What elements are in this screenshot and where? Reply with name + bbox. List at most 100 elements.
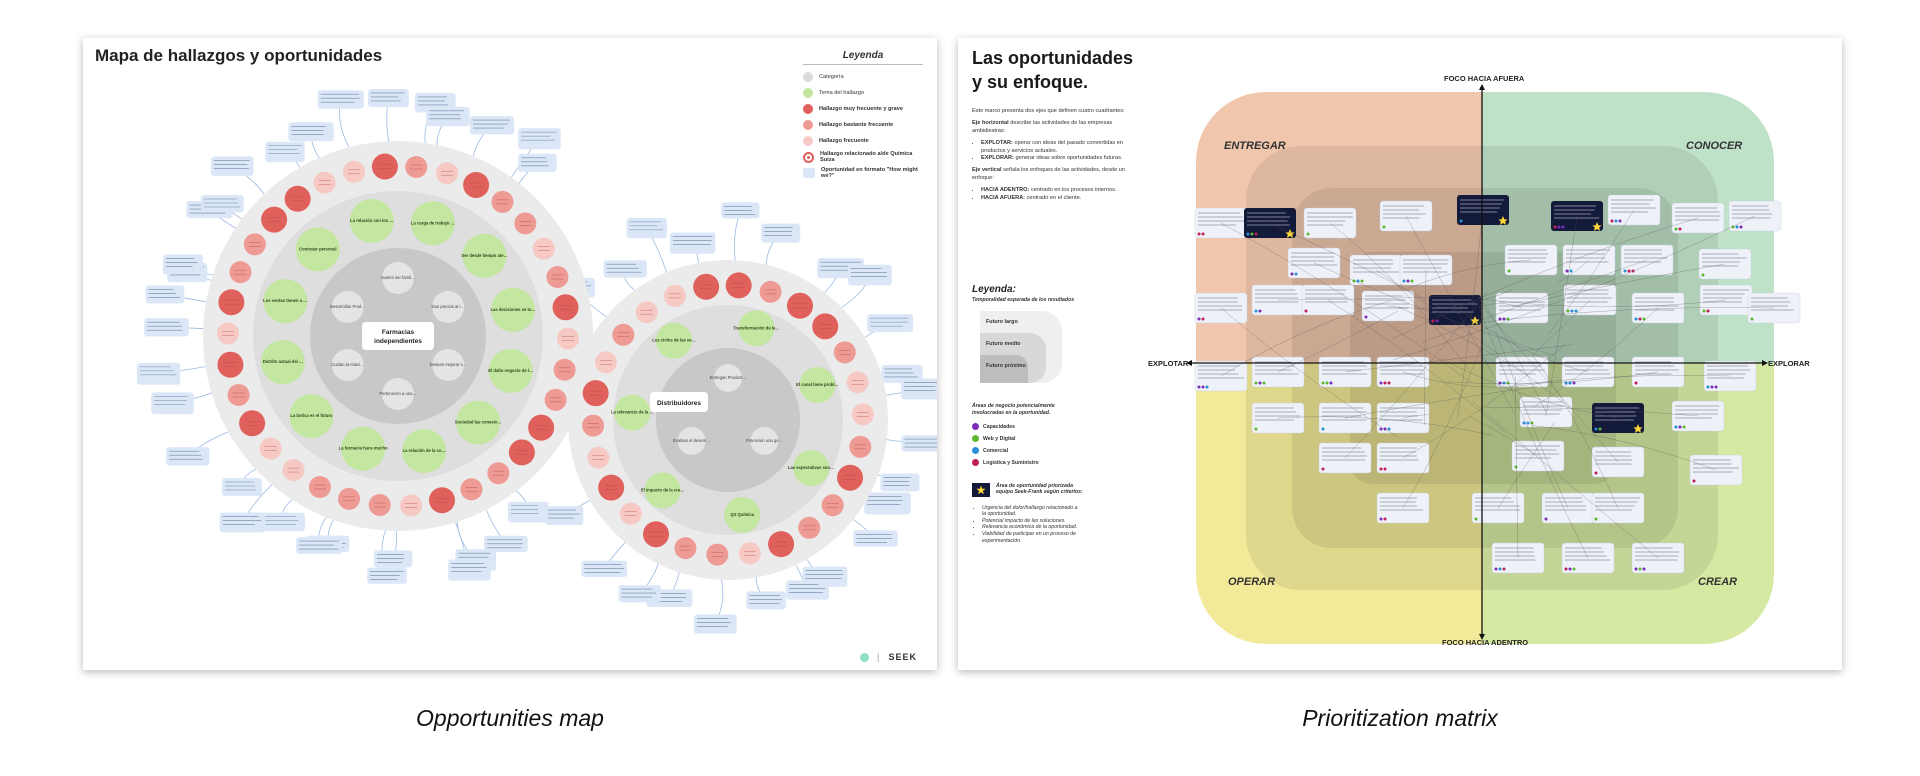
card-area-dot [1356, 279, 1360, 283]
right-theme-label: El impacto de la cre… [641, 487, 685, 492]
left-hub-label-line2: independientes [374, 338, 422, 345]
card-link [1495, 330, 1569, 509]
card-link [1313, 262, 1556, 357]
right-theme-node [655, 322, 692, 359]
left-finding-node [368, 494, 391, 517]
right-opportunity-note [626, 217, 667, 239]
matrix-legend-subtitle: Temporalidad esperada de los resultados [972, 297, 1075, 303]
card-area-dot [1201, 385, 1205, 389]
criteria-list: Urgencia del dolor/hallazgo relacionado … [972, 505, 1082, 545]
left-category-label: Dan precios al r… [431, 304, 465, 309]
right-opportunity-note [618, 585, 661, 603]
card-area-dot [1614, 219, 1618, 223]
card-link [1344, 290, 1489, 459]
card-area-dot [1566, 309, 1570, 313]
right-finding-node [768, 531, 795, 558]
left-finding-node [487, 462, 510, 485]
right-finding-node [786, 292, 813, 319]
card-area-dot [1594, 471, 1598, 475]
card-area-dot [1205, 385, 1209, 389]
card-area-dot [1702, 309, 1706, 313]
right-finding-node [693, 273, 720, 300]
matrix-legend: Leyenda: Temporalidad esperada de los re… [972, 284, 1144, 544]
left-theme-label: Contratar personal [299, 246, 336, 251]
card-area-dot [1634, 381, 1638, 385]
card-link [1277, 416, 1493, 436]
left-theme-node [349, 198, 394, 243]
matrix-title-line2: y su enfoque. [972, 72, 1089, 92]
left-theme-label: La botica es el futuro [290, 413, 333, 418]
card-area-dot [1379, 427, 1383, 431]
card-link [1402, 344, 1483, 509]
card-area-dot [1678, 227, 1682, 231]
right-finding-node [846, 371, 869, 394]
priority-star-icon [1285, 229, 1295, 238]
card-area-dot [1610, 219, 1614, 223]
card-area-dot [1569, 269, 1573, 273]
card-area-dot [1383, 467, 1387, 471]
left-opportunity-note [151, 392, 194, 415]
left-theme-node [341, 426, 386, 471]
card-link [1439, 357, 1619, 419]
left-opportunity-note [222, 478, 262, 496]
card-area-dot [1530, 421, 1534, 425]
card-area-dot [1321, 467, 1325, 471]
card-area-dot [1502, 567, 1506, 571]
right-finding-node [582, 380, 609, 407]
card-link [1269, 222, 1441, 308]
map-legend-label: Hallazgo frecuente [819, 138, 869, 144]
adentro-definition: HACIA ADENTRO: centrado en los procesos … [981, 187, 1144, 194]
card-area-dot [1714, 385, 1718, 389]
right-finding-node [759, 280, 782, 303]
left-theme-node [462, 233, 507, 278]
legend-swatch-icon [803, 120, 813, 130]
card-area-dot [1262, 381, 1266, 385]
left-opportunity-note [200, 194, 244, 213]
card-link [1477, 303, 1589, 559]
right-theme-node [724, 496, 761, 533]
left-opportunity-note [265, 141, 305, 163]
card-area-dot [1674, 227, 1678, 231]
left-theme-node [410, 201, 455, 246]
card-area-dot [1642, 317, 1646, 321]
left-finding-node [229, 261, 252, 284]
left-opportunity-note [145, 285, 185, 304]
card-link [1392, 215, 1756, 361]
card-area-dot [1197, 385, 1201, 389]
axis-arrow-left-icon [1186, 360, 1192, 366]
card-area-dot [1570, 309, 1574, 313]
matrix-title: Las oportunidades y su enfoque. [972, 46, 1133, 94]
axis-arrow-right-icon [1762, 360, 1768, 366]
card-area-dot [1321, 427, 1325, 431]
right-opportunity-note [545, 506, 584, 526]
time-label-near: Futuro próximo [986, 363, 1026, 369]
card-area-dot [1522, 421, 1526, 425]
card-area-dot [1387, 381, 1391, 385]
left-opportunity-note [507, 501, 549, 523]
left-finding-node [460, 478, 483, 501]
area-label: Comercial [983, 447, 1009, 454]
matrix-title-line1: Las oportunidades [972, 48, 1134, 68]
card-link [1472, 401, 1659, 559]
card-area-dot [1387, 427, 1391, 431]
left-finding-node [556, 327, 579, 350]
legend-swatch-icon [803, 88, 813, 98]
card-link [1478, 302, 1619, 463]
card-area-dot [1557, 225, 1561, 229]
right-opportunity-note [746, 591, 786, 610]
left-finding-node [514, 212, 537, 235]
card-area-dot [1710, 385, 1714, 389]
right-theme-label: Los ciclos de las ve… [652, 338, 696, 343]
criteria-item: Urgencia del dolor/hallazgo relacionado … [982, 505, 1082, 518]
card-link [1329, 222, 1469, 370]
left-category-node [382, 262, 414, 294]
left-finding-node [553, 358, 576, 381]
right-finding-node [833, 341, 856, 364]
right-theme-node [799, 366, 836, 403]
card-area-dot [1258, 309, 1262, 313]
card-area-dot [1498, 317, 1502, 321]
right-opportunity-note [901, 378, 937, 400]
card-area-dot [1321, 381, 1325, 385]
axis-left-label: EXPLOTAR [1148, 359, 1189, 368]
card-link [1220, 307, 1398, 437]
